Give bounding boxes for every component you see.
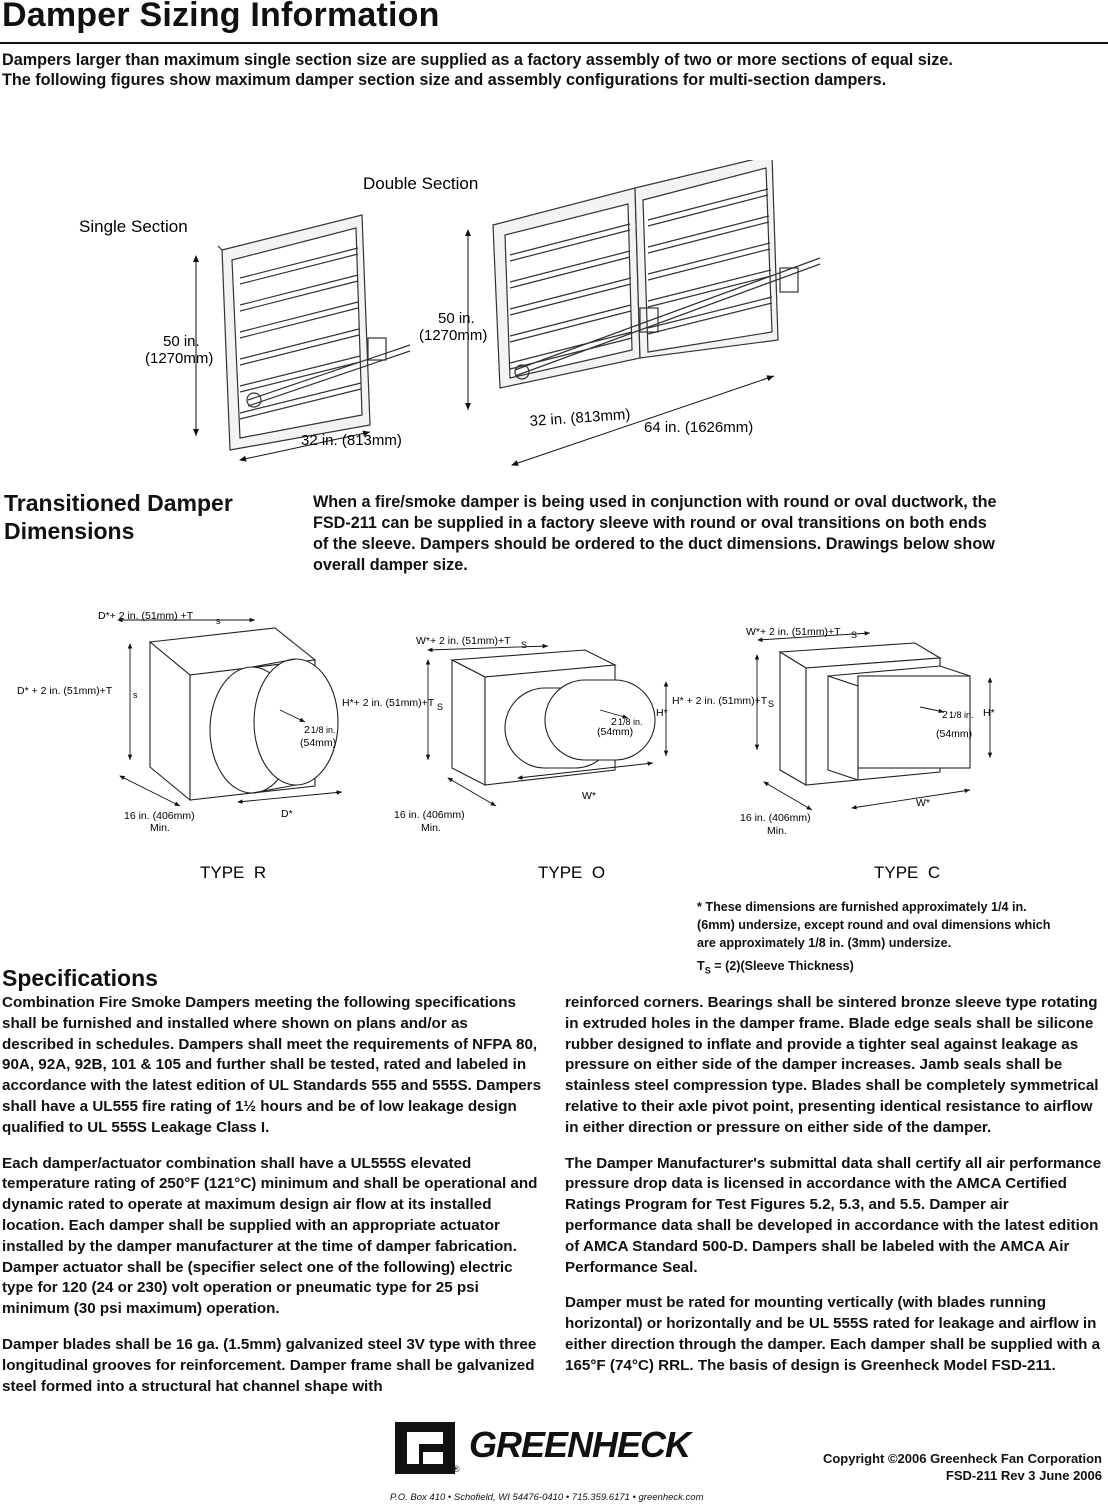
title-rule	[0, 42, 1108, 44]
transitioned-heading-line-1: Transitioned Damper	[4, 490, 233, 516]
type-c-frac-rest: 1/8 in.	[949, 710, 974, 720]
greenheck-logo-mark	[395, 1422, 455, 1474]
type-r-label: TYPE R	[200, 863, 266, 882]
transitioned-heading-line-2: Dimensions	[4, 518, 135, 544]
footnote-ts-a: T	[697, 959, 705, 973]
footnote-line1-b: in.	[1008, 900, 1027, 914]
footnote-line2: (6mm) undersize, except round and oval d…	[697, 918, 1051, 932]
double-section-width-dim: 32 in. (813mm)	[529, 406, 631, 430]
type-c-top-dim: W*+ 2 in. (51mm)+T	[746, 626, 841, 638]
intro-line-1: Dampers larger than maximum single secti…	[2, 51, 953, 69]
transitioned-body-line-4: overall damper size.	[313, 556, 468, 574]
type-c-height: H*	[983, 707, 995, 719]
type-c-width: W*	[916, 797, 930, 809]
type-c-drawing	[778, 642, 971, 786]
type-r-diameter: D*	[281, 808, 293, 820]
type-o-drawing	[450, 649, 656, 786]
specifications-right-column: reinforced corners. Bearings shall be si…	[565, 993, 1103, 1392]
type-o-height: H*	[656, 707, 668, 719]
dimension-footnote: * These dimensions are furnished approxi…	[697, 898, 1102, 980]
type-c-left-sub: S	[768, 699, 774, 709]
type-o-label: TYPE O	[538, 863, 605, 882]
spec-paragraph: The Damper Manufacturer's submittal data…	[565, 1154, 1102, 1276]
type-r-depth-1: 16 in. (406mm)	[124, 810, 195, 822]
double-section-damper	[492, 160, 821, 389]
copyright-text: Copyright ©2006 Greenheck Fan Corporatio…	[822, 1451, 1102, 1466]
logo-registered: ®	[453, 1464, 460, 1474]
intro-text: Dampers larger than maximum single secti…	[2, 50, 1102, 90]
type-c-depth-2: Min.	[767, 825, 787, 837]
footnote-ts-b: = (2)(Sleeve Thickness)	[710, 959, 854, 973]
type-o-depth-1: 16 in. (406mm)	[394, 809, 465, 821]
transitioned-body: When a fire/smoke damper is being used i…	[313, 492, 1103, 576]
type-o-top-sub: S	[521, 640, 527, 650]
type-o-frac-rest: 1/8 in.	[618, 717, 643, 727]
specifications-heading: Specifications	[2, 965, 158, 991]
footnote-line3-a: are approximately	[697, 936, 809, 950]
transitioned-heading: Transitioned Damper Dimensions	[4, 489, 233, 545]
type-c-depth-1: 16 in. (406mm)	[740, 812, 811, 824]
intro-line-2: The following figures show maximum dampe…	[2, 71, 887, 89]
type-r-depth-2: Min.	[150, 822, 170, 834]
single-height-mm: (1270mm)	[145, 350, 213, 367]
double-height-mm: (1270mm)	[419, 327, 487, 344]
single-section-damper	[217, 214, 411, 451]
spec-paragraph: Combination Fire Smoke Dampers meeting t…	[2, 994, 542, 1136]
copyright-block: Copyright ©2006 Greenheck Fan Corporatio…	[823, 1450, 1102, 1484]
single-section-label: Single Section	[79, 217, 188, 236]
double-section-label: Double Section	[363, 174, 478, 193]
transitioned-body-line-2: FSD-211 can be supplied in a factory sle…	[313, 514, 987, 532]
footnote-line1-frac: 1/4	[990, 900, 1009, 914]
type-c-top-sub: S	[851, 630, 857, 640]
type-r-top-dim: D*+ 2 in. (51mm) +T	[98, 610, 194, 622]
type-r-left-sub: s	[133, 690, 138, 700]
type-r-frac-main: 2	[304, 724, 310, 736]
type-r-drawing	[148, 627, 339, 802]
type-o-width: W*	[582, 790, 596, 802]
transitioned-body-line-3: of the sleeve. Dampers should be ordered…	[313, 535, 995, 553]
type-o-left-dim: H*+ 2 in. (51mm)+T	[342, 697, 435, 709]
spec-paragraph: reinforced corners. Bearings shall be si…	[565, 994, 1099, 1136]
type-c-label: TYPE C	[874, 863, 940, 882]
company-address: P.O. Box 410 • Schofield, WI 54476-0410 …	[390, 1492, 704, 1503]
type-o-top-dim: W*+ 2 in. (51mm)+T	[416, 635, 511, 647]
double-height-in: 50 in.	[438, 310, 475, 327]
type-r-frac-mm: (54mm)	[300, 737, 336, 749]
footnote-line3-b: in. (3mm) undersize.	[825, 936, 952, 950]
single-height-in: 50 in.	[163, 333, 200, 350]
type-o-frac-main: 2	[611, 716, 617, 728]
single-width-dim: 32 in. (813mm)	[301, 432, 402, 449]
type-r-left-dim: D* + 2 in. (51mm)+T	[17, 685, 113, 697]
type-c-frac-main: 2	[942, 709, 948, 721]
type-o-depth-2: Min.	[421, 822, 441, 834]
logo-wordmark: GREENHECK	[469, 1424, 691, 1465]
damper-sizing-figure: Single Section Double Section 50 in. (12…	[79, 160, 821, 466]
type-o-left-sub: S	[437, 702, 443, 712]
footnote-line3-frac: 1/8	[808, 936, 826, 950]
spec-paragraph: Damper blades shall be 16 ga. (1.5mm) ga…	[2, 1335, 537, 1395]
type-r-frac-rest: 1/8 in.	[311, 725, 336, 735]
spec-paragraph: Each damper/actuator combination shall h…	[2, 1154, 538, 1318]
transitioned-body-line-1: When a fire/smoke damper is being used i…	[313, 493, 997, 511]
footnote-line1-a: * These dimensions are furnished approxi…	[697, 900, 991, 914]
double-total-width-dim: 64 in. (1626mm)	[644, 419, 753, 436]
type-c-frac-mm: (54mm)	[936, 728, 972, 740]
spec-paragraph: Damper must be rated for mounting vertic…	[565, 1294, 1101, 1374]
specifications-left-column: Combination Fire Smoke Dampers meeting t…	[2, 993, 542, 1412]
greenheck-logo: ® GREENHECK	[393, 1420, 703, 1480]
document-revision: FSD-211 Rev 3 June 2006	[945, 1468, 1102, 1483]
type-c-left-dim: H* + 2 in. (51mm)+T	[672, 695, 768, 707]
type-o-frac-mm: (54mm)	[597, 726, 633, 738]
transition-types-figure: D*+ 2 in. (51mm) +T s D* + 2 in. (51mm)+…	[17, 610, 995, 882]
page-title: Damper Sizing Information	[2, 0, 440, 34]
footnote-ts-sub: S	[704, 965, 711, 976]
type-r-top-sub: s	[216, 616, 221, 626]
